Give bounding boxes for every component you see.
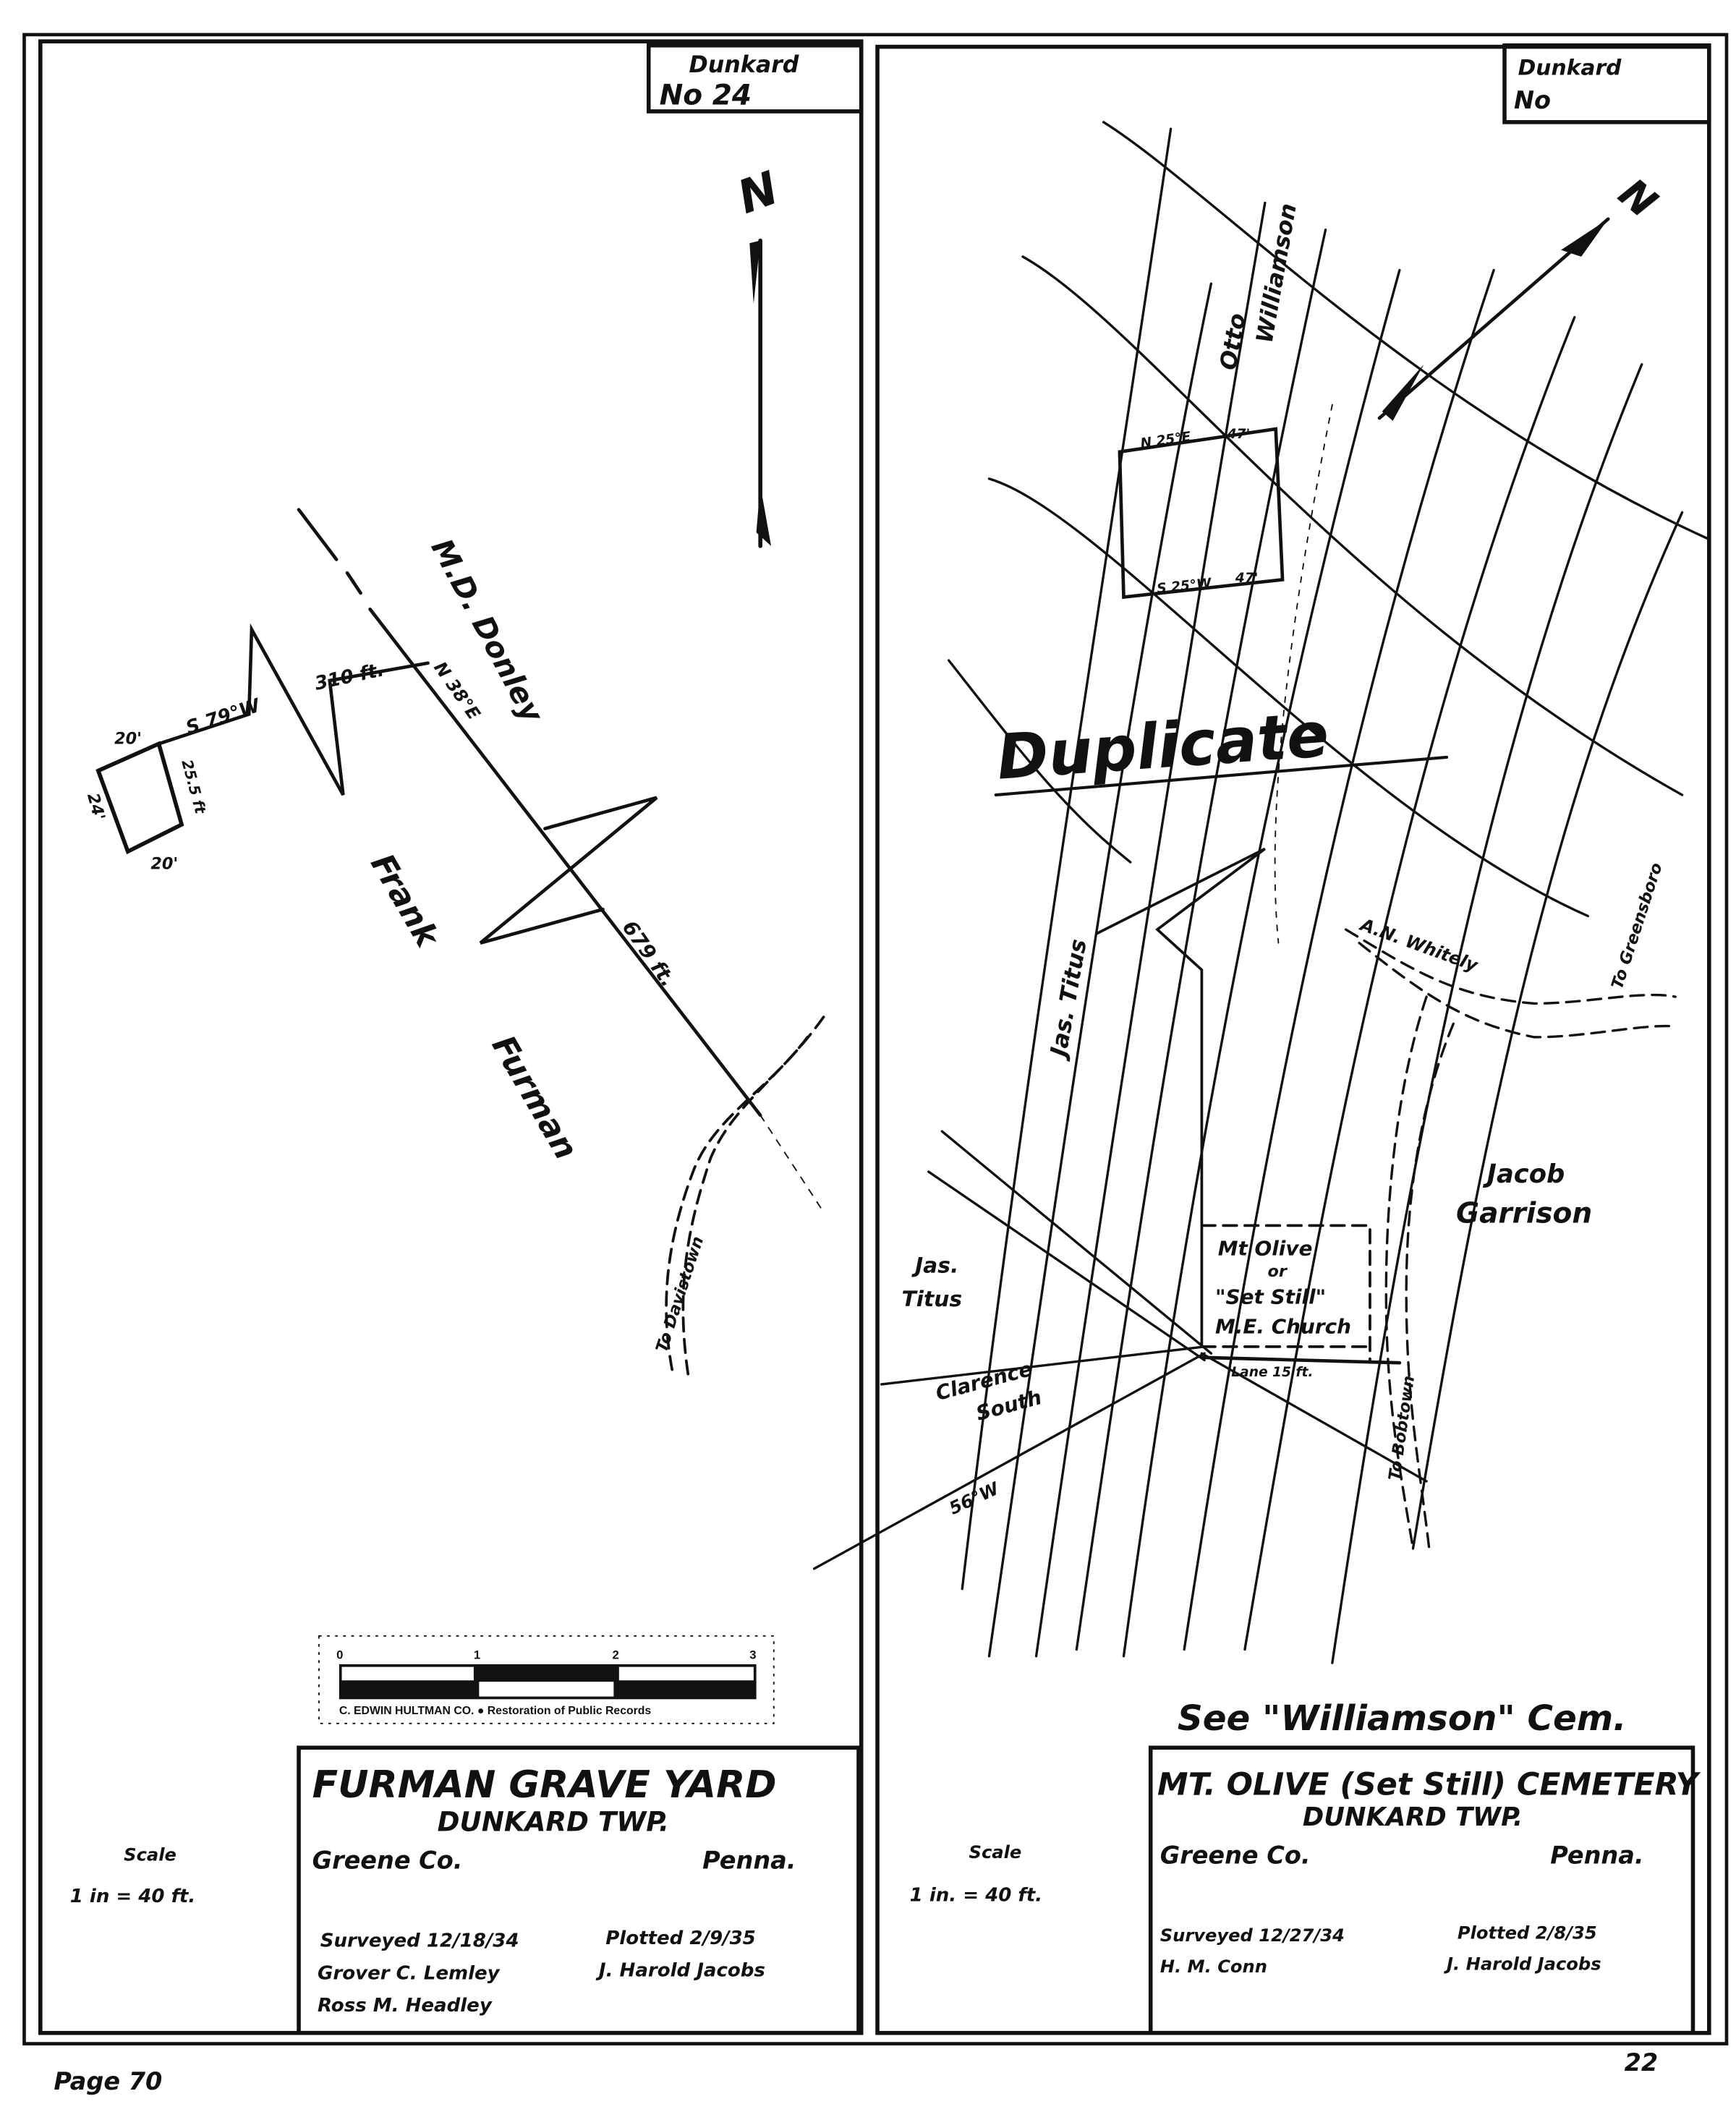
plotter-name: J. Harold Jacobs [1443, 1954, 1601, 1974]
lane-label: Lane 15 ft. [1231, 1365, 1313, 1380]
duplicate-stamp: Duplicate [995, 699, 1331, 794]
surveyor-name: Ross M. Headley [318, 1995, 493, 2017]
cemetery-title: FURMAN GRAVE YARD [312, 1763, 777, 1807]
plotted-date: Plotted 2/9/35 [605, 1928, 756, 1949]
surveyor-name: H. M. Conn [1160, 1956, 1267, 1977]
scale-tick: 1 [474, 1648, 480, 1661]
right-plot-lines [812, 121, 1711, 1664]
scale-tick: 3 [749, 1648, 756, 1661]
scale-value: 1 in. = 40 ft. [910, 1884, 1042, 1906]
scale-value: 1 in = 40 ft. [70, 1886, 196, 1907]
north-arrow-icon: N [731, 161, 785, 548]
dimension-label: 20' [114, 729, 142, 748]
church-label: "Set Still" [1215, 1285, 1326, 1308]
bearing-label: N 38°E [430, 658, 484, 724]
bearing-label: S 79°W [183, 694, 263, 739]
distance-label: 679 ft. [618, 916, 681, 991]
left-plot-lines [95, 508, 825, 1382]
owner-label: Furman [485, 1029, 585, 1166]
dimension-label: 20' [150, 854, 178, 873]
scale-credit: C. EDWIN HULTMAN CO. ● Restoration of Pu… [339, 1705, 652, 1717]
distance-label: 310 ft. [312, 659, 386, 695]
road-label: To Greensboro [1608, 861, 1667, 992]
dimension-label: 24' [83, 791, 109, 822]
church-label: M.E. Church [1215, 1314, 1351, 1338]
owner-label: Otto [1215, 312, 1251, 372]
scale-tick: 2 [613, 1648, 619, 1661]
cemetery-title: MT. OLIVE (Set Still) CEMETERY [1157, 1766, 1701, 1802]
dimension-label: 25.5 ft [178, 758, 209, 817]
left-plot-labels: M.D. Donley Frank Furman S 79°W 310 ft. … [83, 533, 707, 1355]
dimension-label: 47' [1235, 571, 1259, 586]
surveyor-name: Grover C. Lemley [318, 1962, 501, 1984]
owner-label: Frank [363, 848, 447, 955]
plotted-date: Plotted 2/8/35 [1458, 1922, 1597, 1943]
dimension-label: N 25°E [1139, 429, 1191, 451]
tag-township: Dunkard [689, 52, 799, 78]
plotter-name: J. Harold Jacobs [595, 1960, 765, 1982]
tag-number: No 24 [660, 80, 752, 112]
dimension-label: S 25°W [1156, 576, 1213, 597]
state-label: Penna. [702, 1847, 796, 1875]
dimension-label: 47' [1227, 427, 1251, 442]
road-label: To Davistown [652, 1234, 707, 1355]
page-number: Page 70 [54, 2067, 162, 2095]
right-sheet-tag: Dunkard No [1502, 43, 1711, 124]
scale-label: Scale [124, 1845, 176, 1865]
owner-label: Jas. [911, 1253, 958, 1279]
cross-reference-note: See "Williamson" Cem. [1178, 1698, 1627, 1739]
state-label: Penna. [1550, 1841, 1643, 1869]
church-label: Mt Olive [1218, 1236, 1313, 1260]
north-arrow-icon: N [1377, 169, 1666, 421]
scale-tick: 0 [336, 1648, 343, 1661]
scale-bar: 0 1 2 3 C. EDWIN HULTMAN CO. ● Restorati… [318, 1635, 775, 1724]
owner-label: Jacob [1483, 1159, 1565, 1189]
township-label: DUNKARD TWP. [438, 1806, 669, 1838]
county-label: Greene Co. [312, 1847, 463, 1875]
north-label: N [731, 161, 785, 224]
left-sheet-tag: Dunkard No 24 [646, 43, 864, 114]
scale-label: Scale [969, 1842, 1022, 1862]
north-label: N [1609, 169, 1666, 227]
owner-label: Titus [902, 1287, 963, 1312]
sheet-number: 22 [1625, 2048, 1659, 2077]
township-label: DUNKARD TWP. [1303, 1802, 1523, 1832]
county-label: Greene Co. [1160, 1841, 1311, 1869]
tag-township: Dunkard [1518, 56, 1622, 81]
surveyed-date: Surveyed 12/27/34 [1160, 1925, 1345, 1946]
right-title-block: MT. OLIVE (Set Still) CEMETERY DUNKARD T… [1148, 1745, 1701, 2035]
surveyed-date: Surveyed 12/18/34 [320, 1930, 519, 1952]
tag-number: No [1514, 86, 1551, 114]
left-title-block: FURMAN GRAVE YARD DUNKARD TWP. Greene Co… [297, 1745, 861, 2035]
owner-label: Garrison [1456, 1198, 1592, 1230]
owner-label: M.D. Donley [425, 533, 551, 730]
church-label: or [1268, 1262, 1288, 1281]
